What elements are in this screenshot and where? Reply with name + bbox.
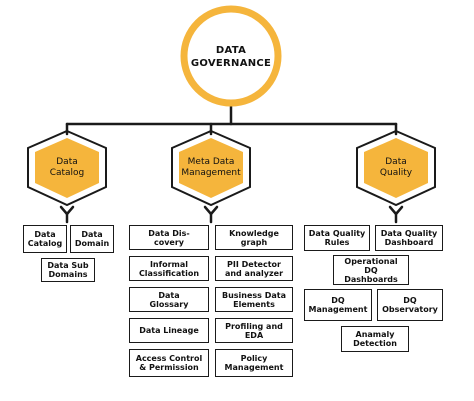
item-line1: Profiling and [225,321,283,331]
item-line1: Data Sub [47,261,89,270]
item-line1: Knowledge [229,228,279,238]
item-line1: Access Control [135,354,203,363]
branch-hex-meta-data-management [171,129,251,207]
branch-label-line2: Management [181,168,241,178]
item-line1: Data [81,230,103,239]
item-line1: Policy [240,354,268,363]
item-line1: Operational [344,256,398,266]
branch-label-line2: Catalog [49,168,85,178]
item-line2: Catalog [27,239,63,248]
item-line2: EDA [244,330,264,340]
item-line1: Informal [149,259,189,269]
root-circle [180,5,282,107]
root-label-line2: GOVERNANCE [190,58,272,69]
item-line2: Management [308,305,368,314]
metadata-item-data-discovery: Data Dis-covery [129,225,209,250]
branch-label-line1: Meta Data [187,157,235,167]
item-line1: PII Detector [227,259,281,269]
item-line2: DQ [364,265,378,275]
item-line1: Data Quality [380,229,438,238]
item-line1: Data [158,290,180,300]
item-line2: graph [240,237,268,247]
item-line1: Anamaly [355,330,395,339]
branch-label-meta-data-management: Meta Data Management [171,157,251,179]
item-line2: Rules [324,238,350,247]
root-label: DATA GOVERNANCE [175,44,287,70]
item-line2: and analyzer [224,268,284,278]
item-line2: Glossary [149,299,189,309]
item-line2: Domain [74,239,110,248]
item-line2: & Permission [139,363,199,372]
item-line1: DQ [331,296,345,305]
item-line2: Dashboard [384,238,434,247]
branch-label-line2: Quality [379,168,413,178]
branch-hex-data-quality [356,129,436,207]
branch-label-data-catalog: Data Catalog [27,157,107,179]
item-line2: covery [153,237,185,247]
branch-label-line1: Data [385,157,407,167]
item-line3: Dashboards [344,274,398,284]
branch-label-data-quality: Data Quality [356,157,436,179]
item-line2: Observatory [382,305,438,314]
item-line2: Management [224,363,284,372]
item-line2: Detection [353,339,397,348]
item-line1: Data Dis- [148,228,190,238]
metadata-item-access-control: Access Control& Permission [129,349,209,377]
item-line1: Business Data [222,290,286,300]
item-line1: Data Quality [308,229,366,238]
metadata-item-data-lineage: Data Lineage [129,318,209,343]
item-line2: Domains [48,270,88,279]
item-line1: DQ [403,296,417,305]
item-line2: Elements [233,299,275,309]
item-line1: Data [34,230,56,239]
branch-hex-data-catalog [27,129,107,207]
item-line1: Data Lineage [139,326,199,335]
branch-label-line1: Data [56,157,78,167]
root-label-line1: DATA [215,45,247,56]
item-line2: Classification [138,268,200,278]
